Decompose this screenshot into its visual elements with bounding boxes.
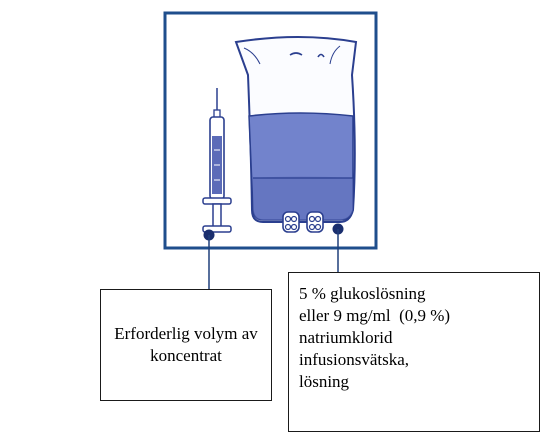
- infusion-fluid-line-1: 5 % glukoslösning: [299, 283, 539, 305]
- infusion-fluid-line-2: eller 9 mg/ml (0,9 %): [299, 305, 539, 327]
- infusion-fluid-line-5: lösning: [299, 371, 539, 393]
- infusion-bag-icon: [236, 37, 356, 232]
- concentrate-volume-line-1: Erforderlig volym av: [114, 323, 258, 345]
- bag-port-right: [307, 212, 323, 232]
- infusion-fluid-line-4: infusionsvätska,: [299, 349, 539, 371]
- concentrate-volume-line-2: koncentrat: [114, 345, 258, 367]
- bag-port-left: [283, 212, 299, 232]
- concentrate-volume-label-box: Erforderlig volym av koncentrat: [100, 289, 272, 401]
- infusion-fluid-line-3: natriumklorid: [299, 327, 539, 349]
- infusion-fluid-label-box: 5 % glukoslösning eller 9 mg/ml (0,9 %) …: [288, 272, 540, 432]
